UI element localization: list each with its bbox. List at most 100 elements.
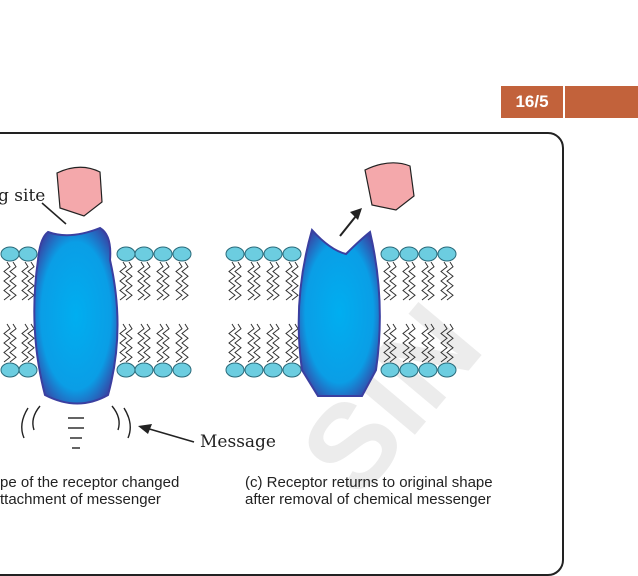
lipid-tail: [389, 261, 397, 301]
lipid-tail: [247, 261, 255, 301]
lipid-tail: [3, 323, 11, 363]
lipid-head: [380, 246, 400, 262]
message-arrow: [145, 427, 195, 443]
lipid-tail: [383, 261, 391, 301]
lipid-tail: [291, 323, 299, 363]
lipid-head: [437, 246, 457, 262]
lipid-head: [399, 246, 419, 262]
lipid-tail: [285, 323, 293, 363]
lipid-head: [172, 362, 192, 378]
lipid-tail: [9, 323, 17, 363]
lipid-tail: [272, 323, 280, 363]
lipid-tail: [125, 261, 133, 301]
lipid-tail: [3, 261, 11, 301]
lipid-tail: [21, 323, 29, 363]
lipid-head: [116, 246, 136, 262]
lipid-tail: [247, 323, 255, 363]
lipid-tail: [291, 261, 299, 301]
message-label: Message: [200, 432, 276, 452]
lipid-head: [0, 246, 20, 262]
lipid-head: [282, 246, 302, 262]
lipid-tail: [9, 261, 17, 301]
lipid-tail: [27, 323, 35, 363]
lipid-tail: [253, 323, 261, 363]
lipid-head: [399, 362, 419, 378]
lipid-tail: [119, 323, 127, 363]
lipid-head: [134, 362, 154, 378]
lipid-tail: [156, 323, 164, 363]
caption-b-line1: pe of the receptor changed: [0, 474, 180, 491]
lipid-tail: [421, 323, 429, 363]
lipid-tail: [156, 261, 164, 301]
lipid-head: [380, 362, 400, 378]
lipid-head: [134, 246, 154, 262]
lipid-tail: [285, 261, 293, 301]
lipid-tail: [234, 323, 242, 363]
lipid-tail: [446, 323, 454, 363]
message-waves: [21, 405, 131, 449]
lipid-tail: [137, 261, 145, 301]
messenger-molecule-right: [364, 162, 415, 211]
lipid-tail: [162, 323, 170, 363]
lipid-head: [437, 362, 457, 378]
receptor-original-shape: [297, 227, 381, 397]
lipid-tail: [228, 323, 236, 363]
lipid-tail: [446, 261, 454, 301]
lipid-tail: [408, 261, 416, 301]
lipid-head: [244, 362, 264, 378]
lipid-head: [18, 362, 38, 378]
lipid-head: [153, 362, 173, 378]
lipid-head: [418, 246, 438, 262]
binding-site-label: g site: [0, 186, 46, 206]
lipid-head: [225, 246, 245, 262]
binding-site-pointer: [41, 202, 67, 225]
lipid-head: [244, 246, 264, 262]
lipid-tail: [402, 261, 410, 301]
lipid-tail: [27, 261, 35, 301]
lipid-tail: [253, 261, 261, 301]
lipid-head: [418, 362, 438, 378]
message-arrow-head: [138, 424, 152, 434]
lipid-tail: [137, 323, 145, 363]
lipid-tail: [175, 261, 183, 301]
lipid-tail: [389, 323, 397, 363]
lipid-head: [282, 362, 302, 378]
caption-c-line2: after removal of chemical messenger: [245, 491, 491, 508]
lipid-tail: [143, 261, 151, 301]
membrane-left: [0, 246, 192, 378]
lipid-tail: [21, 261, 29, 301]
caption-c-line1: (c) Receptor returns to original shape: [245, 474, 493, 491]
lipid-head: [172, 246, 192, 262]
lipid-tail: [383, 323, 391, 363]
messenger-molecule-left: [56, 166, 103, 217]
lipid-head: [0, 362, 20, 378]
lipid-tail: [402, 323, 410, 363]
release-arrow-head: [350, 208, 362, 220]
lipid-head: [263, 246, 283, 262]
lipid-tail: [408, 323, 416, 363]
lipid-head: [225, 362, 245, 378]
lipid-tail: [181, 323, 189, 363]
lipid-tail: [175, 323, 183, 363]
lipid-tail: [440, 261, 448, 301]
lipid-head: [263, 362, 283, 378]
membrane-right: [225, 246, 457, 378]
lipid-tail: [266, 261, 274, 301]
lipid-tail: [228, 261, 236, 301]
lipid-tail: [440, 323, 448, 363]
lipid-tail: [427, 261, 435, 301]
lipid-head: [116, 362, 136, 378]
lipid-tail: [143, 323, 151, 363]
header-accent-bar: [565, 86, 638, 118]
lipid-tail: [181, 261, 189, 301]
lipid-head: [153, 246, 173, 262]
lipid-tail: [266, 323, 274, 363]
caption-b-line2: ttachment of messenger: [0, 491, 161, 508]
page-number-badge: 16/5: [501, 86, 563, 118]
lipid-tail: [272, 261, 280, 301]
lipid-tail: [427, 323, 435, 363]
lipid-tail: [125, 323, 133, 363]
receptor-changed-shape: [33, 226, 119, 405]
lipid-tail: [421, 261, 429, 301]
lipid-head: [18, 246, 38, 262]
